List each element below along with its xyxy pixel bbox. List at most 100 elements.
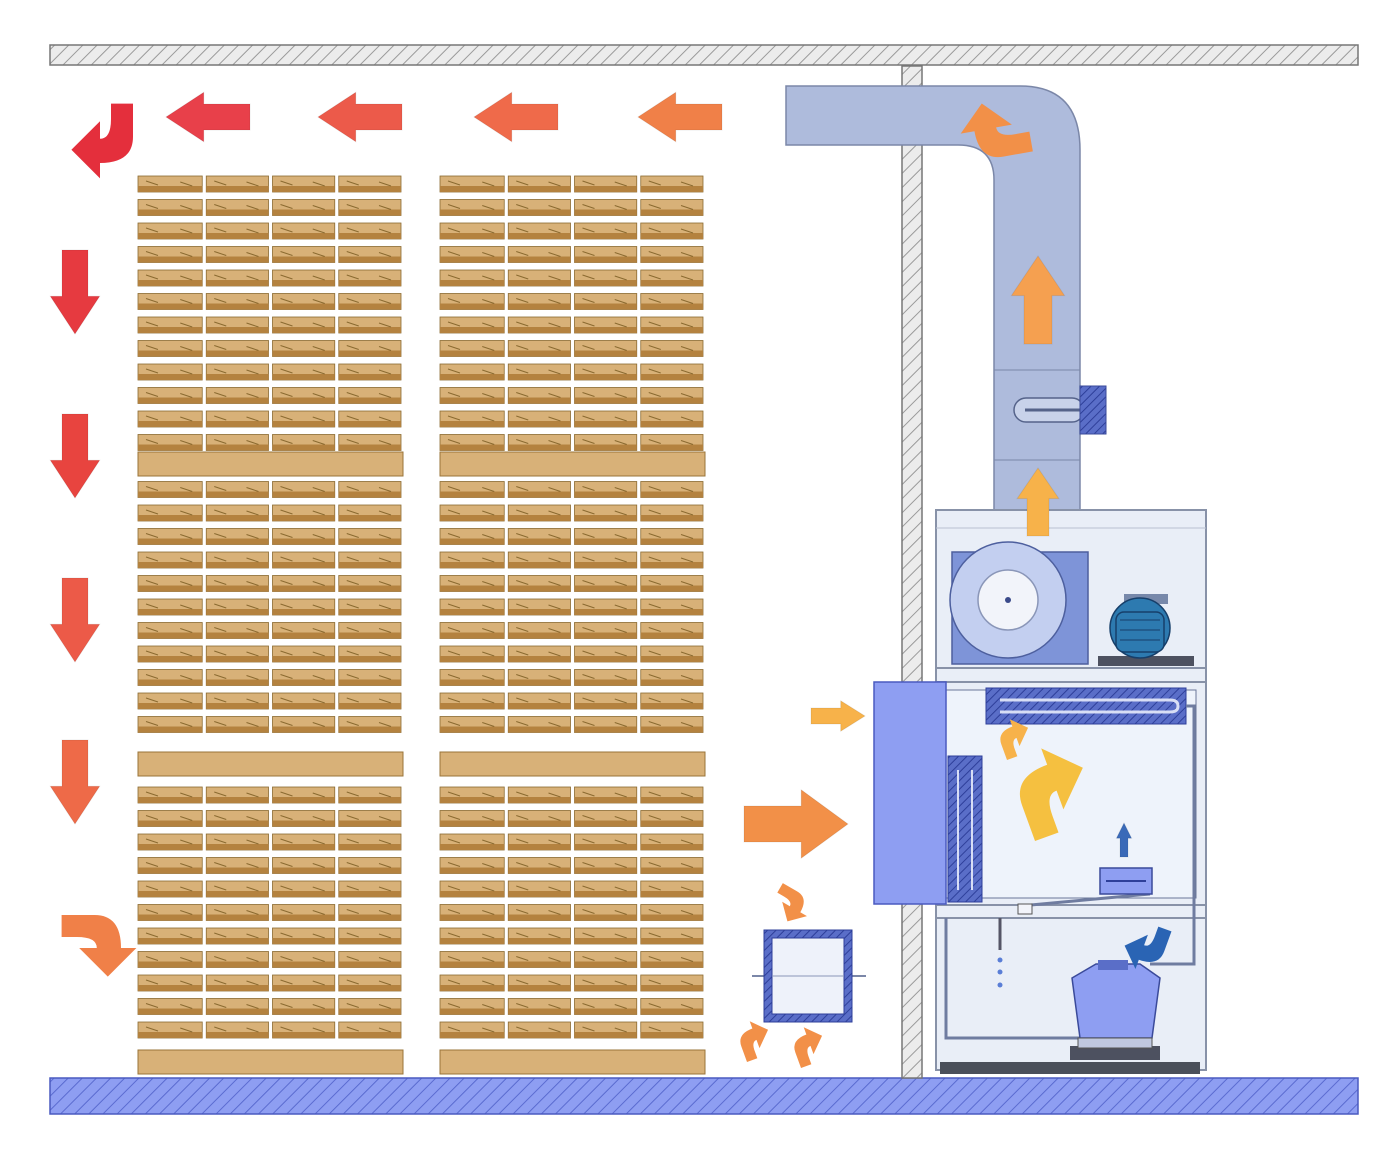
board	[574, 504, 638, 522]
board	[507, 927, 571, 945]
board	[338, 293, 402, 310]
board	[137, 810, 203, 827]
duct-up-arrow	[1010, 255, 1066, 345]
top-airflow-arrows	[71, 91, 723, 179]
board	[338, 810, 402, 827]
board	[507, 716, 571, 733]
board	[137, 246, 203, 263]
board	[439, 363, 505, 381]
board	[272, 622, 336, 639]
board	[507, 951, 571, 968]
board	[574, 528, 638, 545]
board	[137, 951, 203, 968]
board	[272, 199, 336, 216]
board	[272, 410, 336, 428]
board	[272, 363, 336, 381]
board	[137, 387, 203, 404]
board	[439, 598, 505, 616]
left-airflow-arrows	[49, 249, 137, 977]
board	[338, 645, 402, 663]
board	[640, 622, 704, 639]
board	[338, 904, 402, 921]
board	[137, 716, 203, 733]
board	[574, 269, 638, 287]
board	[439, 387, 505, 404]
board	[338, 998, 402, 1015]
board	[205, 974, 269, 992]
board	[507, 833, 571, 851]
board	[338, 622, 402, 639]
board	[439, 175, 505, 193]
board	[338, 575, 402, 592]
board	[205, 575, 269, 592]
motor-icon	[1098, 594, 1194, 666]
partition-wall	[901, 65, 923, 1079]
board	[272, 927, 336, 945]
board	[338, 434, 402, 451]
misc-airflow-arrows	[740, 103, 1172, 1069]
board	[507, 669, 571, 686]
board	[439, 481, 505, 498]
board	[205, 551, 269, 569]
board	[338, 504, 402, 522]
board	[205, 504, 269, 522]
lumber-stack	[137, 175, 404, 1075]
board	[640, 575, 704, 592]
board	[338, 222, 402, 240]
auxiliary-fan-icon	[752, 929, 866, 1023]
board	[205, 669, 269, 686]
board	[272, 434, 336, 451]
board	[507, 880, 571, 898]
board	[205, 316, 269, 334]
duct-turn-arrow	[960, 103, 1033, 158]
board	[507, 481, 571, 498]
board	[640, 951, 704, 968]
board	[640, 927, 704, 945]
board	[439, 857, 505, 874]
board	[574, 410, 638, 428]
board	[640, 716, 704, 733]
board	[640, 222, 704, 240]
board	[272, 880, 336, 898]
board	[137, 481, 203, 498]
return-air-arrow	[1124, 926, 1172, 969]
fan-icon	[949, 541, 1089, 665]
board	[338, 269, 402, 287]
board	[137, 316, 203, 334]
board	[507, 528, 571, 545]
top-arrow	[637, 91, 723, 143]
board	[439, 833, 505, 851]
board	[205, 833, 269, 851]
board	[272, 175, 336, 193]
board	[272, 951, 336, 968]
board	[439, 504, 505, 522]
board	[137, 1021, 203, 1039]
bearer	[137, 1049, 404, 1075]
board	[640, 246, 704, 263]
board	[640, 810, 704, 827]
drain-icon	[997, 903, 1033, 988]
board	[272, 786, 336, 804]
board	[205, 528, 269, 545]
board	[507, 810, 571, 827]
board	[338, 598, 402, 616]
board	[137, 222, 203, 240]
board	[439, 927, 505, 945]
board	[272, 481, 336, 498]
floor	[49, 1077, 1359, 1115]
board	[507, 692, 571, 710]
board	[137, 904, 203, 921]
board	[574, 340, 638, 357]
down-arrow	[49, 249, 101, 335]
board	[640, 528, 704, 545]
heater-coil-icon	[947, 755, 983, 903]
board	[574, 1021, 638, 1039]
board	[640, 645, 704, 663]
board	[137, 199, 203, 216]
board	[137, 857, 203, 874]
board	[439, 645, 505, 663]
fan-out-arrow-2	[794, 1027, 823, 1069]
board	[338, 316, 402, 334]
board	[338, 246, 402, 263]
